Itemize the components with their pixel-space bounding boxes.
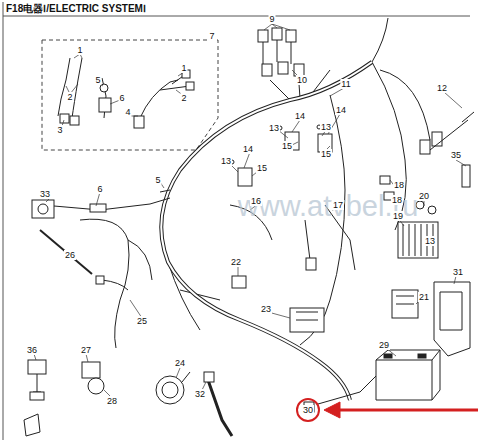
- callout-number: 36: [26, 345, 38, 355]
- callout-number: 29: [378, 340, 390, 350]
- callout-number: 15: [256, 163, 268, 173]
- callout-number: 5: [154, 175, 161, 185]
- callout-number: 33: [39, 189, 51, 199]
- callout-number: 1: [180, 63, 187, 73]
- callout-number: 15: [281, 141, 293, 151]
- callout-number: 13: [220, 156, 232, 166]
- callout-number: 23: [260, 304, 272, 314]
- callout-number: 18: [393, 180, 405, 190]
- callout-number: 24: [174, 358, 186, 368]
- callout-number: 13: [320, 122, 332, 132]
- callout-number: 16: [250, 196, 262, 206]
- callout-number: 25: [136, 316, 148, 326]
- callout-number: 6: [96, 184, 103, 194]
- callout-number: 4: [124, 107, 131, 117]
- callout-number: 13: [268, 123, 280, 133]
- callout-number: 15: [320, 149, 332, 159]
- callout-number: 2: [66, 92, 73, 102]
- callout-number: 1: [76, 45, 83, 55]
- callout-number: 14: [242, 144, 254, 154]
- callout-number: 12: [436, 83, 448, 93]
- callout-number: 32: [194, 389, 206, 399]
- diagram-title: F18电器Ⅰ/ELECTRIC SYSTEMⅠ: [6, 3, 146, 15]
- callout-number: 17: [332, 200, 344, 210]
- callout-number: 13: [424, 236, 436, 246]
- callout-number: 27: [80, 345, 92, 355]
- callout-number: 5: [94, 75, 101, 85]
- callout-number: 18: [391, 195, 403, 205]
- callout-number: 10: [296, 75, 308, 85]
- callout-number: 3: [56, 125, 63, 135]
- callout-number: 11: [340, 79, 351, 89]
- callout-number: 22: [230, 257, 242, 267]
- callout-number: 6: [118, 93, 125, 103]
- callout-number: 9: [268, 14, 275, 24]
- callout-number: 35: [450, 150, 462, 160]
- callout-number: 14: [294, 111, 306, 121]
- callout-number: 20: [418, 191, 430, 201]
- callout-number: 19: [392, 211, 404, 221]
- callout-number: 7: [208, 31, 215, 41]
- callout-number: 2: [180, 93, 187, 103]
- callout-number: 28: [106, 396, 118, 406]
- callout-number: 21: [418, 292, 430, 302]
- callout-number: 30: [302, 405, 314, 415]
- callout-number: 31: [452, 267, 464, 277]
- callout-number: 14: [335, 105, 347, 115]
- callout-number: 26: [64, 250, 76, 260]
